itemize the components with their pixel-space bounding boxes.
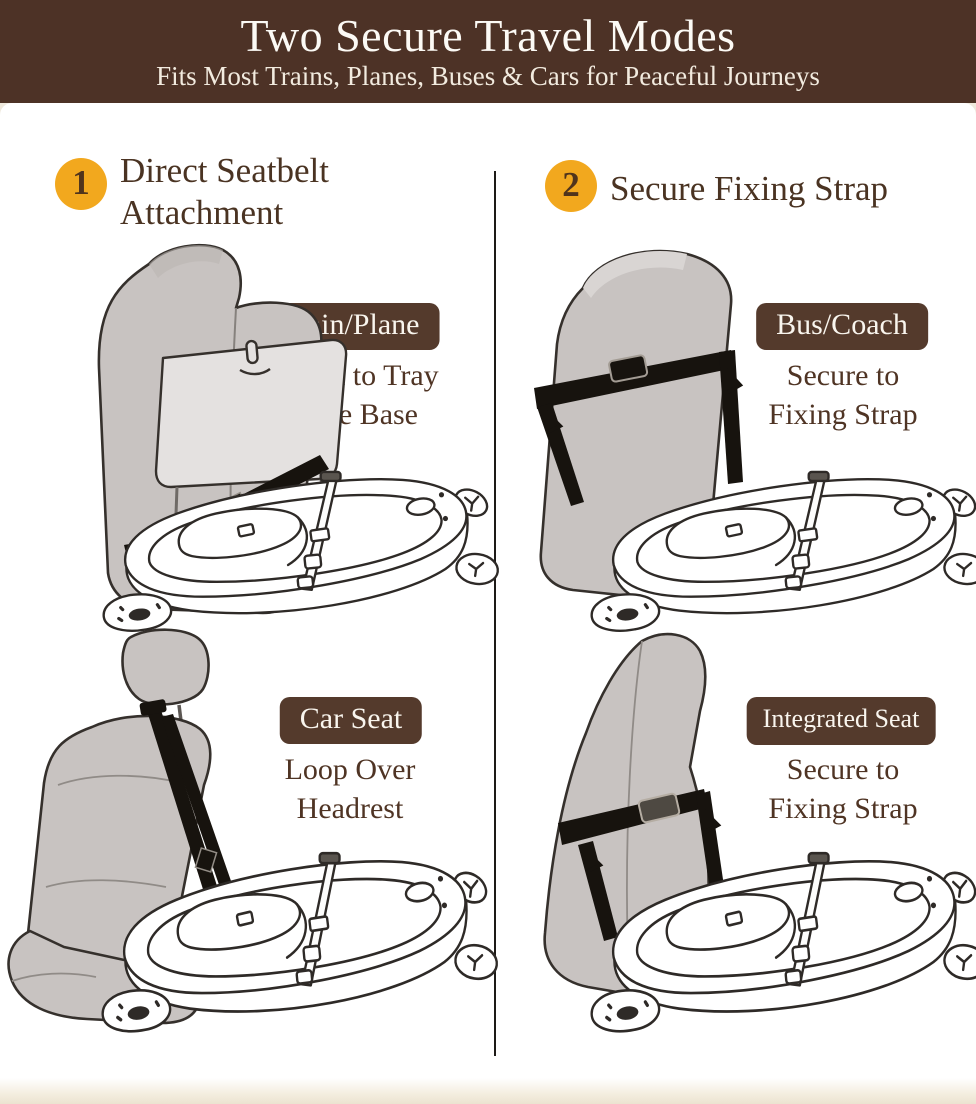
car-seat-illustration — [7, 628, 501, 1034]
step-1-number: 1 — [55, 158, 107, 210]
caption-integrated-seat: Secure to Fixing Strap — [768, 750, 917, 828]
step-1-title: Direct Seatbelt Attachment — [120, 150, 329, 235]
step-1-title-line1: Direct Seatbelt — [120, 151, 329, 190]
step-2-title: Secure Fixing Strap — [610, 168, 888, 210]
caption-car-seat: Loop Over Headrest — [285, 750, 416, 828]
fixing-strap — [558, 789, 730, 941]
fixing-strap — [534, 350, 744, 506]
badge-car-seat: Car Seat — [279, 697, 423, 744]
badge-integrated-seat: Integrated Seat — [746, 697, 936, 745]
badge-bus-coach: Bus/Coach — [756, 303, 928, 350]
caption-integrated-seat-line2: Fixing Strap — [768, 792, 918, 825]
step-2-number: 2 — [545, 160, 597, 212]
poster-subtitle: Fits Most Trains, Planes, Buses & Cars f… — [156, 60, 820, 91]
integrated-seat-illustration — [543, 632, 976, 1034]
header-banner: Two Secure Travel Modes Fits Most Trains… — [0, 0, 976, 103]
caption-bus-coach: Secure to Fixing Strap — [768, 356, 917, 434]
caption-integrated-seat-line1: Secure to — [786, 753, 900, 786]
bottom-texture-strip — [0, 1078, 976, 1104]
caption-bus-coach-line2: Fixing Strap — [768, 398, 918, 431]
headrest-loop-strap — [139, 699, 247, 937]
caption-bus-coach-line1: Secure to — [786, 359, 900, 392]
poster-title: Two Secure Travel Modes — [240, 9, 736, 61]
step-1-title-line2: Attachment — [120, 193, 284, 233]
caption-car-seat-line2: Headrest — [296, 792, 404, 825]
train-plane-illustration — [97, 243, 502, 633]
caption-car-seat-line1: Loop Over — [284, 753, 416, 786]
bus-coach-illustration — [534, 249, 976, 633]
step-2-title-line1: Secure Fixing Strap — [610, 169, 889, 208]
column-divider — [494, 171, 496, 1056]
